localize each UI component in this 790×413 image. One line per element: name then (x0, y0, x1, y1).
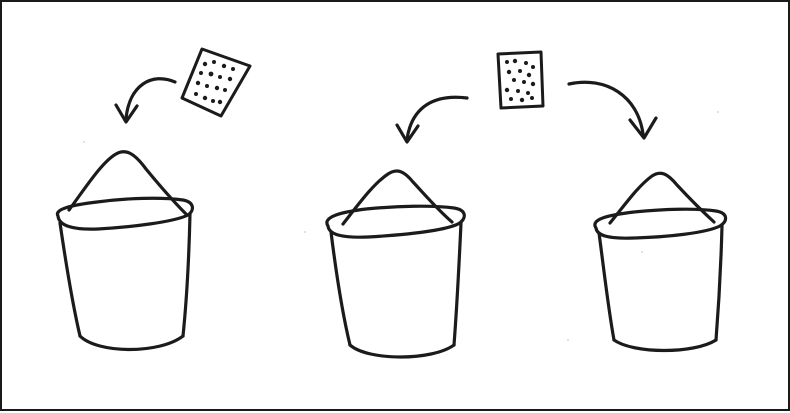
left-arrow-icon (116, 79, 175, 122)
right-arrow-icon (569, 82, 656, 138)
left-bucket-icon (57, 152, 192, 350)
middle-bucket-icon (327, 171, 464, 357)
right-bucket-icon (595, 173, 726, 350)
left-packet-icon (182, 49, 250, 116)
center-packet-icon (498, 52, 543, 108)
paper-texture (83, 111, 719, 341)
middle-arrow-icon (397, 97, 467, 142)
